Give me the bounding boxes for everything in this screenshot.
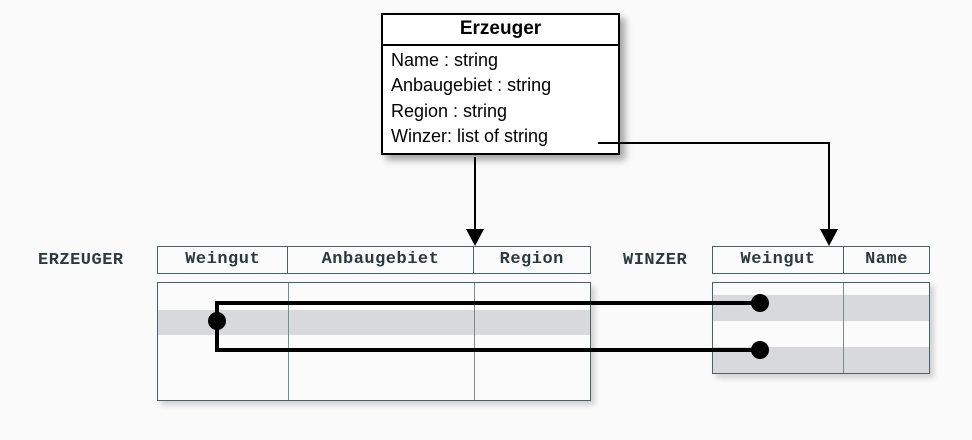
winzer-cell <box>713 321 844 347</box>
erzeuger-cell <box>289 310 475 335</box>
connector-winzer-arrowhead <box>820 229 838 246</box>
winzer-cell <box>844 347 929 373</box>
winzer-cell <box>713 347 844 373</box>
erzeuger-cell <box>475 367 590 400</box>
row-link-upper-horizontal <box>215 301 762 305</box>
winzer-cell <box>713 295 844 321</box>
erzeuger-row-4[interactable] <box>158 367 590 400</box>
erzeuger-cell <box>158 283 289 310</box>
winzer-cell <box>844 295 929 321</box>
erzeuger-cell <box>475 310 590 335</box>
winzer-cell <box>713 283 844 295</box>
erzeuger-column-anbaugebiet[interactable]: Anbaugebiet <box>288 247 474 273</box>
erzeuger-table-header: Weingut Anbaugebiet Region <box>157 246 591 274</box>
connector-winzer-vertical <box>828 142 830 231</box>
winzer-row-3[interactable] <box>713 321 929 347</box>
uml-attribute-name: Name : string <box>391 49 499 70</box>
uml-class-title: Erzeuger <box>383 15 618 46</box>
row-link-dot-erzeuger <box>208 312 226 330</box>
erzeuger-table-label: ERZEUGER <box>38 251 124 270</box>
uml-attribute-list: Name : string Anbaugebiet : string Regio… <box>383 46 618 153</box>
winzer-column-weingut[interactable]: Weingut <box>713 247 844 273</box>
erzeuger-table-body <box>157 282 591 401</box>
erzeuger-cell <box>475 283 590 310</box>
winzer-column-name[interactable]: Name <box>865 250 908 269</box>
uml-attribute-winzer: Winzer: list of string <box>391 126 549 147</box>
erzeuger-cell <box>289 283 475 310</box>
winzer-row-2[interactable] <box>713 295 929 321</box>
uml-attribute-region: Region : string <box>391 100 508 121</box>
connector-winzer-horizontal <box>598 142 830 144</box>
winzer-table-label: WINZER <box>623 251 688 270</box>
row-link-dot-winzer-row2 <box>751 294 769 312</box>
row-link-dot-winzer-row4 <box>751 341 769 359</box>
winzer-row-1[interactable] <box>713 283 929 295</box>
connector-erzeuger-vertical <box>474 157 476 231</box>
winzer-table-header: Weingut Name <box>712 246 930 274</box>
row-link-lower-horizontal <box>215 348 762 352</box>
erzeuger-cell <box>289 367 475 400</box>
erzeuger-cell <box>158 367 289 400</box>
winzer-table-body <box>712 282 930 374</box>
connector-erzeuger-arrowhead <box>466 229 484 246</box>
erzeuger-column-region[interactable]: Region <box>499 250 564 269</box>
winzer-cell <box>844 283 929 295</box>
uml-class-erzeuger[interactable]: Erzeuger Name : string Anbaugebiet : str… <box>381 13 620 156</box>
erzeuger-row-1[interactable] <box>158 283 590 310</box>
winzer-cell <box>844 321 929 347</box>
erzeuger-cell <box>158 310 289 335</box>
erzeuger-column-weingut[interactable]: Weingut <box>158 247 289 273</box>
uml-attribute-anbaugebiet: Anbaugebiet : string <box>391 75 552 96</box>
erzeuger-row-2[interactable] <box>158 310 590 335</box>
